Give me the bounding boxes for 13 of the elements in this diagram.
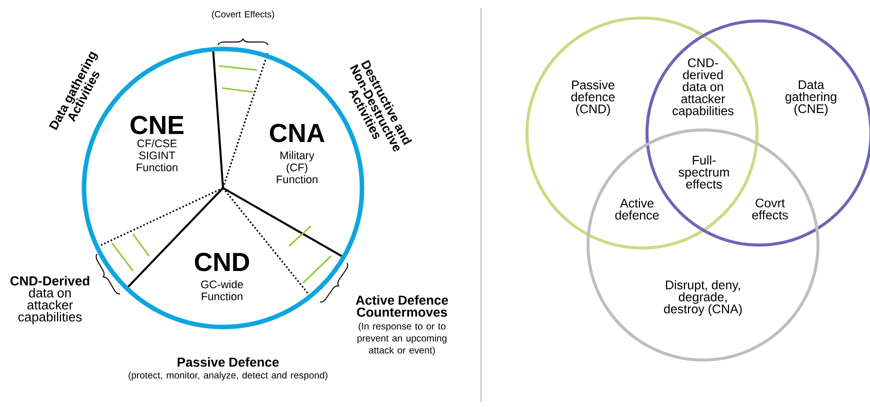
bottom-label: Passive Defence (178, 357, 279, 367)
brace-label: (Covert Effects) (212, 10, 274, 20)
bottom-note: (protect, monitor, analyze, detect and respond) (128, 372, 328, 380)
callout-note: (In response to or to prevent an upcoming attack or event) (358, 322, 446, 356)
overlap-label: Covrt effects (752, 198, 788, 220)
overlap-label: Active defence (615, 198, 659, 220)
overlap-label: CND-derived data on attacker capabilities (672, 58, 734, 118)
overlap-label: Full-spectrum effects (678, 155, 729, 189)
callout-label: Active Defence Countermoves (356, 295, 448, 317)
sector-label: CND GC-wide Function (194, 252, 250, 300)
sector-label: CNE CF/CSE SIGINT Function (130, 116, 184, 172)
sector-label: CNA Military (CF) Function (270, 124, 324, 184)
callout-label: CND-Derived data on attacker capabilities (10, 276, 90, 324)
